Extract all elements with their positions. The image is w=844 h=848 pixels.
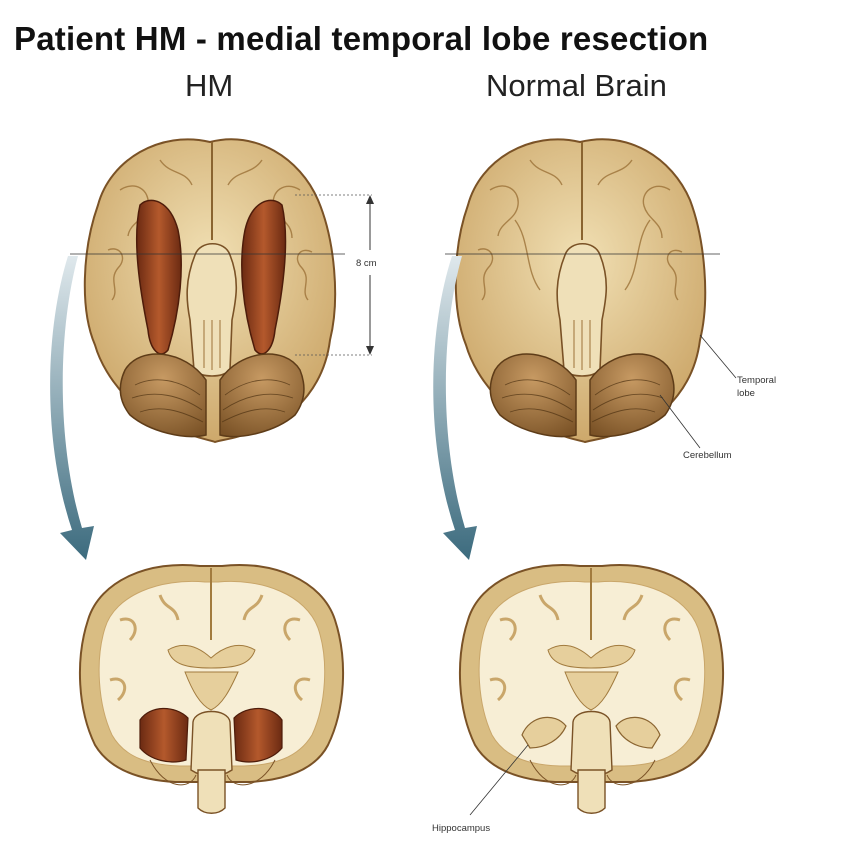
page-title: Patient HM - medial temporal lobe resect… xyxy=(14,20,709,57)
arrow-right xyxy=(433,256,477,560)
column-label-hm: HM xyxy=(185,68,234,103)
label-lobe: lobe xyxy=(737,388,755,399)
label-temporal: Temporal xyxy=(737,375,776,386)
label-cerebellum: Cerebellum xyxy=(683,450,732,461)
column-label-normal: Normal Brain xyxy=(486,68,667,103)
arrow-left xyxy=(50,256,94,560)
hm-inferior-brain xyxy=(83,138,337,444)
hm-coronal-section xyxy=(78,564,345,814)
normal-coronal-section xyxy=(458,564,725,814)
hm-lesion-left xyxy=(135,199,182,355)
hm-lesion-right xyxy=(241,199,287,355)
measurement-label: 8 cm xyxy=(356,258,377,269)
normal-inferior-brain xyxy=(454,138,707,444)
label-hippocampus: Hippocampus xyxy=(432,823,490,834)
measurement-bracket: 8 cm xyxy=(295,194,377,356)
